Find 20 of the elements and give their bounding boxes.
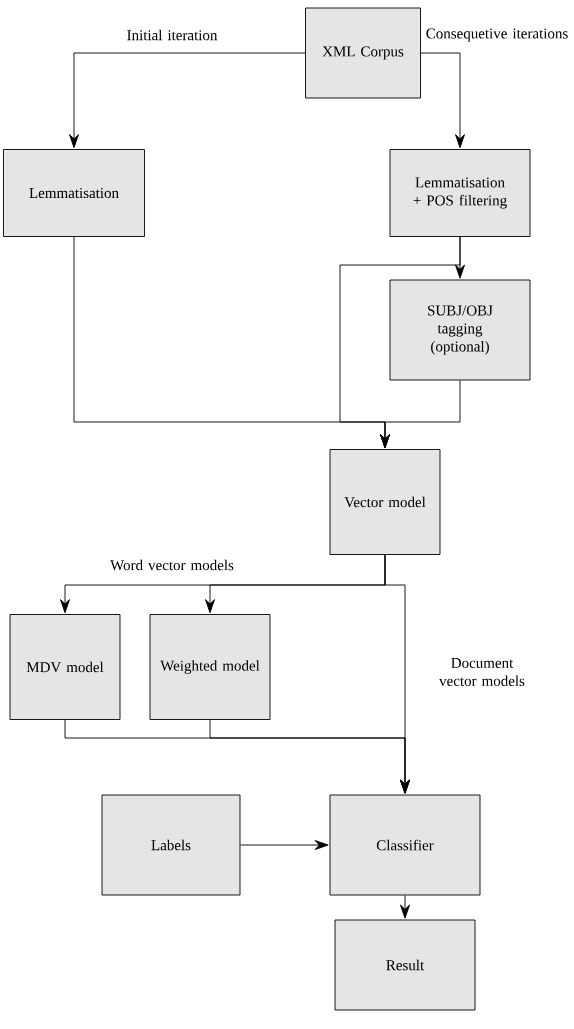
group-label: Word vector models bbox=[110, 559, 234, 571]
edge-label: Consequetive iterations bbox=[426, 28, 568, 42]
arrow bbox=[380, 380, 461, 449]
arrow bbox=[420, 52, 465, 149]
arrow bbox=[69, 52, 306, 149]
process-box: Classifier bbox=[329, 794, 481, 896]
process-box: SUBJ/OBJ tagging (optional) bbox=[389, 279, 531, 381]
process-box: MDV model bbox=[9, 614, 121, 720]
edge-label: Document vector models bbox=[439, 658, 525, 686]
process-box: Labels bbox=[101, 794, 241, 896]
arrow bbox=[240, 840, 329, 850]
process-box: Vector model bbox=[329, 449, 441, 555]
arrow bbox=[209, 719, 410, 794]
process-box: XML Corpus bbox=[305, 7, 421, 99]
process-box: Weighted model bbox=[149, 614, 271, 720]
process-box: Lemmatisation bbox=[3, 149, 145, 237]
process-box: Result bbox=[334, 919, 476, 1011]
process-box: Lemmatisation + POS filtering bbox=[389, 149, 531, 237]
arrow bbox=[400, 895, 410, 919]
edge-label: Initial iteration bbox=[127, 29, 218, 41]
